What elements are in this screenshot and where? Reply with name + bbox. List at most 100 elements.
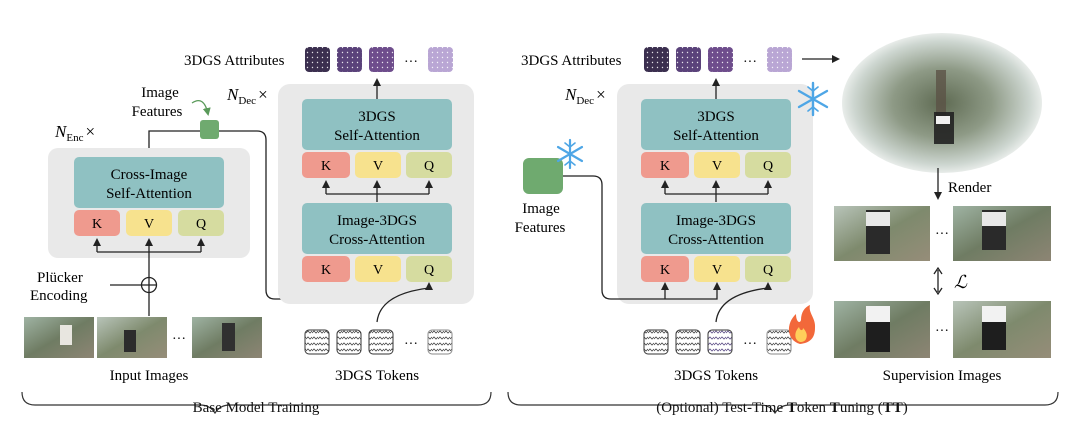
- image-features-label-line1: Image: [141, 85, 179, 101]
- left-tokens-ellipsis: ···: [404, 337, 418, 352]
- left-sa-key-box: [302, 152, 350, 178]
- cross-image-line1: Cross-Image: [111, 167, 188, 183]
- left-ca-value-label: V: [373, 263, 383, 278]
- supervision-images-label: Supervision Images: [883, 368, 1002, 384]
- snowflake-icon-features-tips: [564, 142, 576, 166]
- left-ca-value-box: [355, 256, 401, 282]
- oplus-icon-cross: [141, 277, 157, 293]
- snowflake-icon-decoder: [797, 81, 829, 117]
- left-bracket-label: Base Model Training: [193, 400, 320, 416]
- enc-value-label: V: [144, 217, 154, 232]
- left-sa-value-box: [355, 152, 401, 178]
- rendered-images-ellipsis: ···: [935, 227, 949, 242]
- rendered-image-2-top: [982, 212, 1006, 226]
- right-ca-value-box: [694, 256, 740, 282]
- right-self-attn-line1: 3DGS: [697, 109, 735, 125]
- right-image-features-label-line2: Features: [515, 220, 566, 236]
- right-tokens-label: 3DGS Tokens: [674, 368, 758, 384]
- enc-query-box: [178, 210, 224, 236]
- left-attribute-4-dots: [428, 47, 453, 72]
- left-token-2: [336, 329, 362, 355]
- right-tokens-to-q-arrow: [715, 282, 772, 323]
- left-sa-value-label: V: [373, 159, 383, 174]
- right-token-3: [707, 329, 733, 355]
- input-image-1-object: [60, 325, 72, 345]
- flame-icon-inner: [795, 327, 807, 342]
- rendered-view-trunk: [936, 70, 946, 120]
- right-ca-query-label: Q: [763, 263, 773, 278]
- right-features-to-kv-line: [563, 175, 721, 300]
- plucker-label-line2: Encoding: [30, 288, 88, 304]
- render-label: Render: [948, 180, 991, 196]
- right-attributes-label: 3DGS Attributes: [521, 53, 622, 69]
- snowflake-icon-features: [556, 138, 584, 170]
- right-sa-value-box: [694, 152, 740, 178]
- loss-symbol: ℒ: [954, 272, 968, 292]
- left-attributes-ellipsis: ···: [404, 55, 418, 70]
- input-image-3-object: [222, 323, 235, 351]
- right-attribute-2-dots: [676, 47, 701, 72]
- right-ca-key-label: K: [660, 263, 670, 278]
- decoder-count-label-right: NDec×: [564, 85, 606, 107]
- image-features-box: [200, 120, 219, 139]
- rendered-images-row: [834, 206, 1051, 261]
- left-ca-query-box: [406, 256, 452, 282]
- rendered-view-image: [842, 33, 1042, 173]
- left-token-3: [368, 329, 394, 355]
- flame-icon: [788, 305, 816, 344]
- input-image-thumbnails: [24, 317, 262, 358]
- encoder-to-features-line: [148, 130, 200, 148]
- right-image-3dgs-cross-attention-block: [641, 203, 791, 254]
- input-image-1: [24, 317, 94, 358]
- supervision-image-2-top: [982, 306, 1006, 322]
- snowflake-icon-decoder-tips: [807, 86, 819, 112]
- left-ca-key-box: [302, 256, 350, 282]
- left-sa-query-box: [406, 152, 452, 178]
- left-attribute-2-dots: [337, 47, 362, 72]
- right-3dgs-self-attention-block: [641, 99, 791, 150]
- left-bracket: [21, 391, 492, 415]
- right-sa-query-box: [745, 152, 791, 178]
- right-attributes-ellipsis: ···: [743, 55, 757, 70]
- right-sa-value-label: V: [712, 159, 722, 174]
- left-cross-attn-line2: Cross-Attention: [329, 232, 425, 248]
- plucker-label-line1: Plücker: [37, 270, 83, 286]
- left-attributes-label: 3DGS Attributes: [184, 53, 285, 69]
- supervision-images-ellipsis: ···: [935, 324, 949, 339]
- loss-double-arrow: [933, 266, 943, 296]
- right-ca-query-box: [745, 256, 791, 282]
- right-self-attn-line2: Self-Attention: [673, 128, 759, 144]
- image-features-label-line2: Features: [132, 104, 183, 120]
- left-attribute-1-dots: [305, 47, 330, 72]
- right-tokens-ellipsis: ···: [743, 337, 757, 352]
- left-token-4: [427, 329, 453, 355]
- right-sa-key-box: [641, 152, 689, 178]
- right-token-1: [643, 329, 669, 355]
- input-images-label: Input Images: [110, 368, 189, 384]
- right-bracket: [507, 391, 1059, 415]
- left-token-squares: [304, 329, 453, 355]
- right-attribute-1-dots: [644, 47, 669, 72]
- right-sa-query-label: Q: [763, 159, 773, 174]
- right-cross-attn-line2: Cross-Attention: [668, 232, 764, 248]
- input-images-ellipsis: ···: [172, 332, 186, 347]
- left-attribute-3-dots: [369, 47, 394, 72]
- left-ca-key-label: K: [321, 263, 331, 278]
- snowflake-icon: [556, 138, 584, 170]
- enc-key-label: K: [92, 217, 102, 232]
- right-attribute-squares: [644, 47, 792, 72]
- left-self-attn-line2: Self-Attention: [334, 128, 420, 144]
- left-image-3dgs-cross-attention-block: [302, 203, 452, 254]
- right-cross-attn-line1: Image-3DGS: [676, 213, 756, 229]
- right-sa-key-label: K: [660, 159, 670, 174]
- right-token-squares: [643, 329, 792, 355]
- enc-query-label: Q: [196, 217, 206, 232]
- left-cross-attn-line1: Image-3DGS: [337, 213, 417, 229]
- left-token-1: [304, 329, 330, 355]
- left-tokens-to-q-arrow: [376, 282, 433, 323]
- left-attribute-squares: [305, 47, 453, 72]
- left-self-attn-line1: 3DGS: [358, 109, 396, 125]
- supervision-image-1-top: [866, 306, 890, 322]
